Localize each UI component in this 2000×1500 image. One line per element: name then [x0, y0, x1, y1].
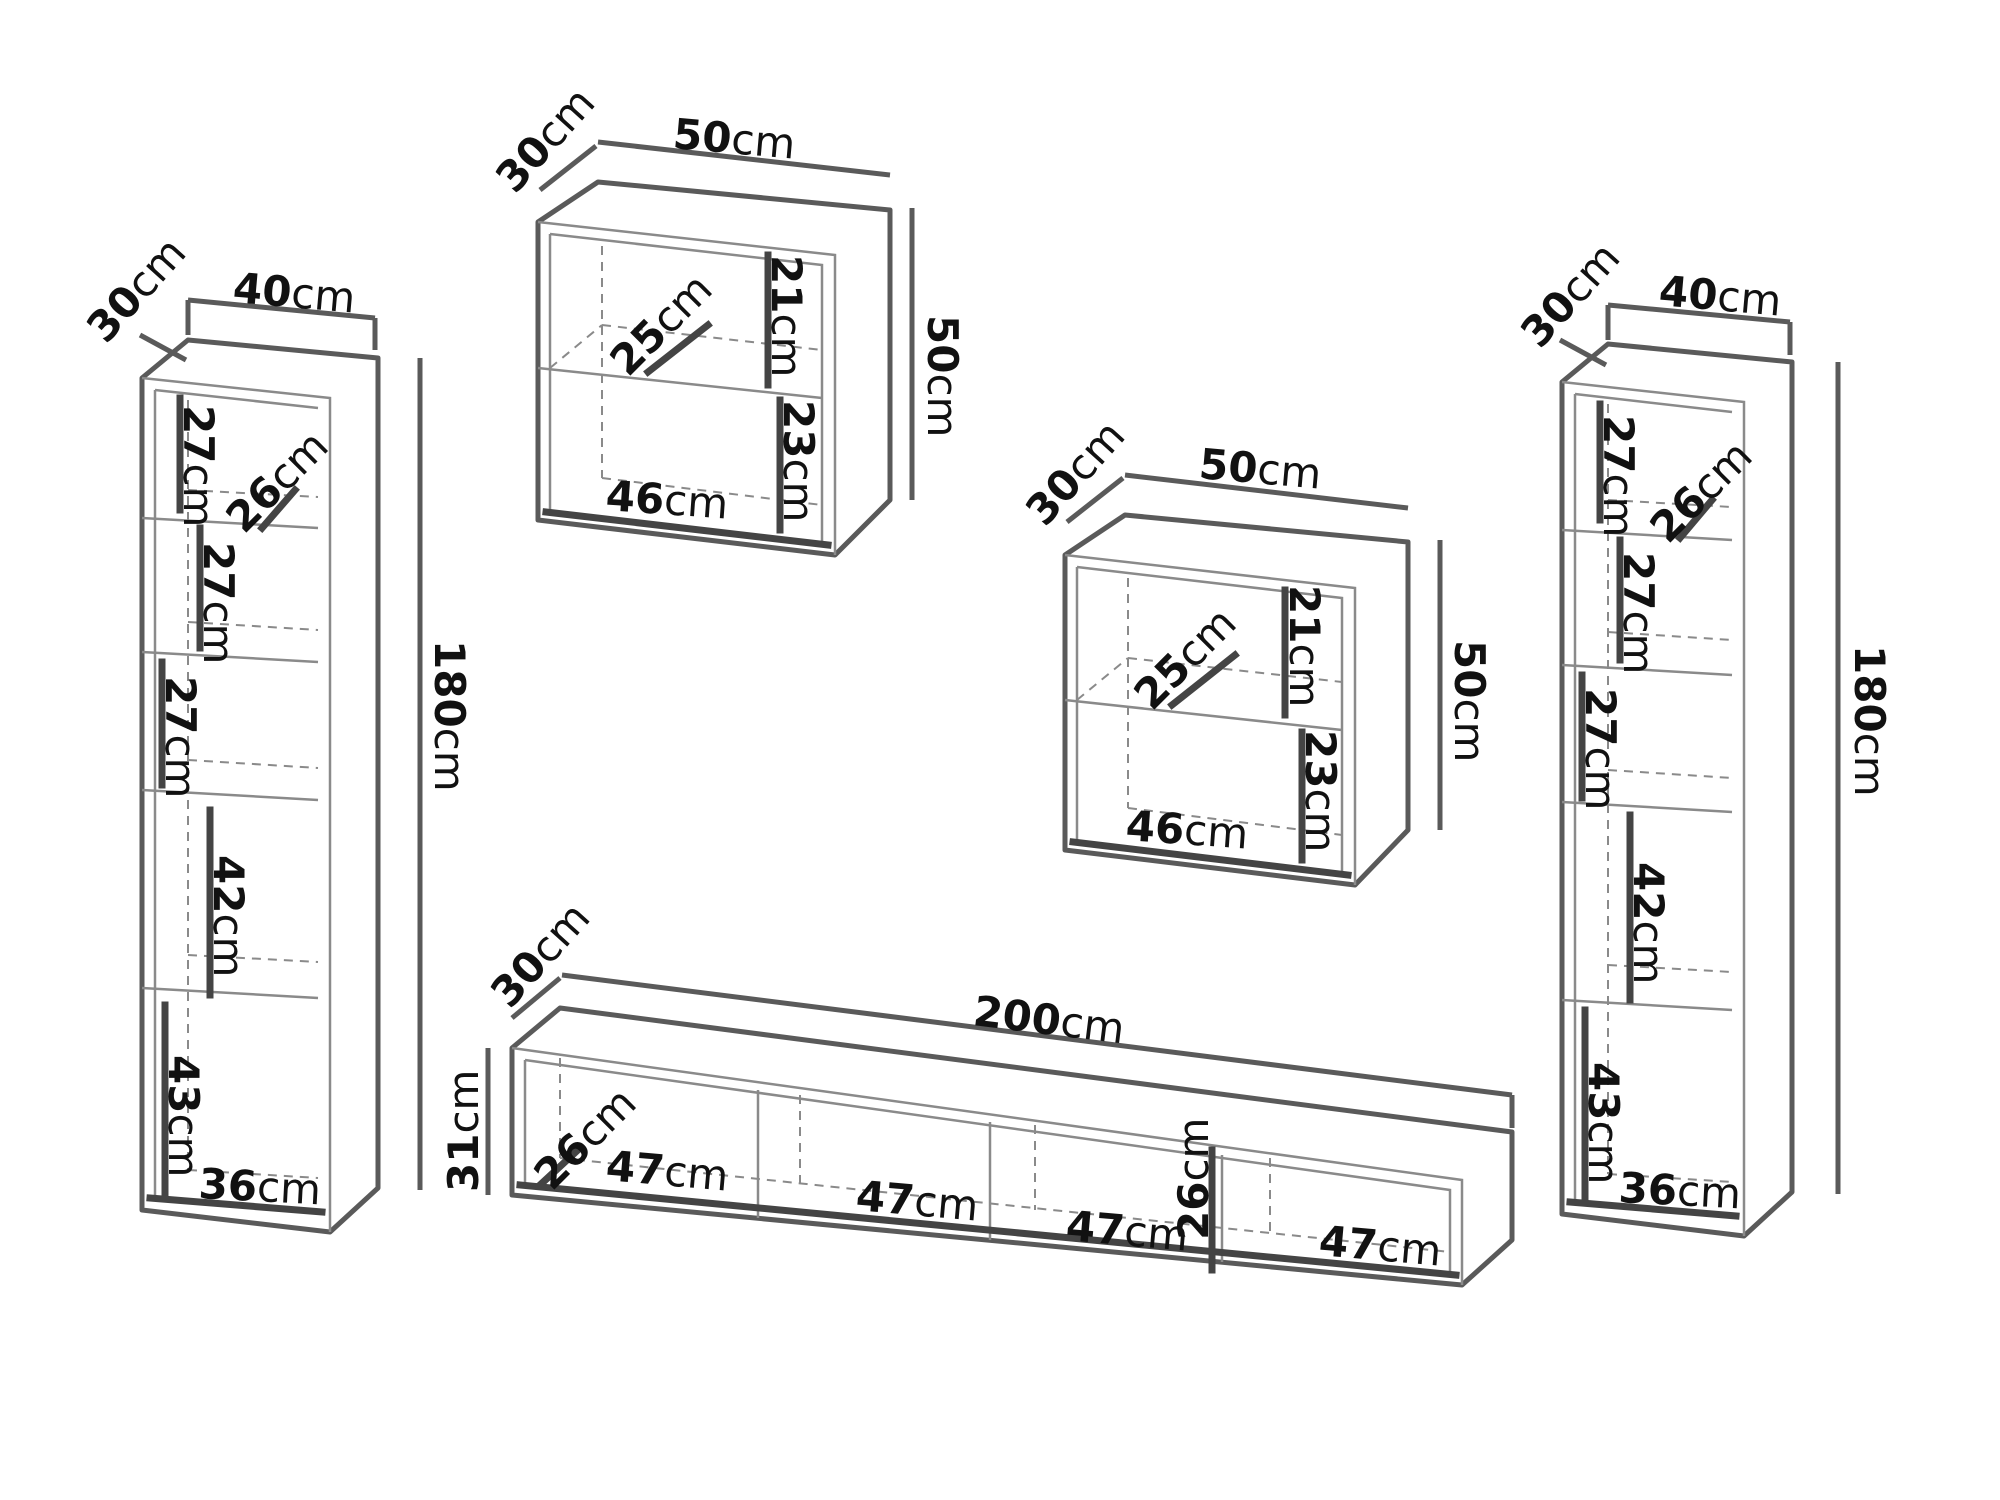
tall-cabinet-left: 30cm 40cm 180cm 26cm 27cm 27cm 27cm 42cm… [77, 228, 474, 1235]
tv-unit-height-label: 31cm [439, 1070, 488, 1192]
tv-unit: 30cm 200cm 31cm 26cm 26cm 47cm 47cm 47cm… [439, 893, 1515, 1288]
cube-top-height-label: 50cm [918, 315, 967, 437]
cube-cabinet-top: 30cm 50cm 50cm 25cm 21cm 23cm 46cm [486, 78, 967, 558]
tv-unit-comp1-label: 47cm [604, 1141, 730, 1200]
tall-left-shelf3-label: 27cm [156, 676, 205, 798]
tall-right-width-label: 40cm [1657, 266, 1783, 325]
cube-cabinet-mid: 30cm 50cm 50cm 25cm 21cm 23cm 46cm [1016, 411, 1494, 888]
tall-right-shelf3-label: 27cm [1576, 688, 1625, 810]
tall-right-inner-width-label: 36cm [1617, 1163, 1742, 1218]
tv-unit-body [509, 1005, 1515, 1288]
tall-left-width-label: 40cm [231, 263, 357, 322]
tall-cabinet-right: 30cm 40cm 180cm 26cm 27cm 27cm 27cm 42cm… [1511, 233, 1894, 1239]
cube-mid-width-label: 50cm [1197, 439, 1323, 498]
tv-unit-comp4-label: 47cm [1317, 1216, 1443, 1275]
tall-right-shelf1-label: 27cm [1594, 415, 1643, 537]
cube-top-body [535, 179, 893, 558]
cube-mid-body [1062, 512, 1411, 888]
tv-unit-depth-label: 30cm [481, 893, 599, 1017]
tall-left-shelf1-label: 27cm [174, 405, 223, 527]
tall-left-shelf5-label: 43cm [159, 1055, 208, 1177]
tall-right-depth-label: 30cm [1511, 233, 1629, 357]
cube-mid-height-label: 50cm [1445, 640, 1494, 762]
cube-mid-lower-label: 23cm [1296, 730, 1345, 852]
cube-top-lower-label: 23cm [774, 400, 823, 522]
tall-right-shelf2-label: 27cm [1614, 552, 1663, 674]
tall-left-shelf2-label: 27cm [194, 542, 243, 664]
tall-left-depth-label: 30cm [77, 228, 195, 352]
tv-unit-comp3-label: 47cm [1064, 1201, 1190, 1260]
tall-left-height-label: 180cm [425, 640, 474, 792]
tall-right-shelf5-label: 43cm [1579, 1062, 1628, 1184]
cube-mid-upper-label: 21cm [1280, 585, 1329, 707]
tall-left-inner-width-label: 36cm [197, 1159, 322, 1214]
tv-unit-width-label: 200cm [971, 986, 1128, 1053]
tv-unit-comp2-label: 47cm [854, 1171, 980, 1230]
cube-top-upper-label: 21cm [762, 255, 811, 377]
cube-top-inner-width-label: 46cm [604, 471, 730, 528]
tall-right-shelf4-label: 42cm [1624, 862, 1673, 984]
cube-mid-inner-width-label: 46cm [1124, 801, 1250, 858]
cube-top-width-label: 50cm [671, 109, 797, 168]
tv-unit-inner-height-label: 26cm [1169, 1118, 1218, 1240]
tall-right-height-label: 180cm [1845, 645, 1894, 797]
tall-left-shelf4-label: 42cm [204, 855, 253, 977]
